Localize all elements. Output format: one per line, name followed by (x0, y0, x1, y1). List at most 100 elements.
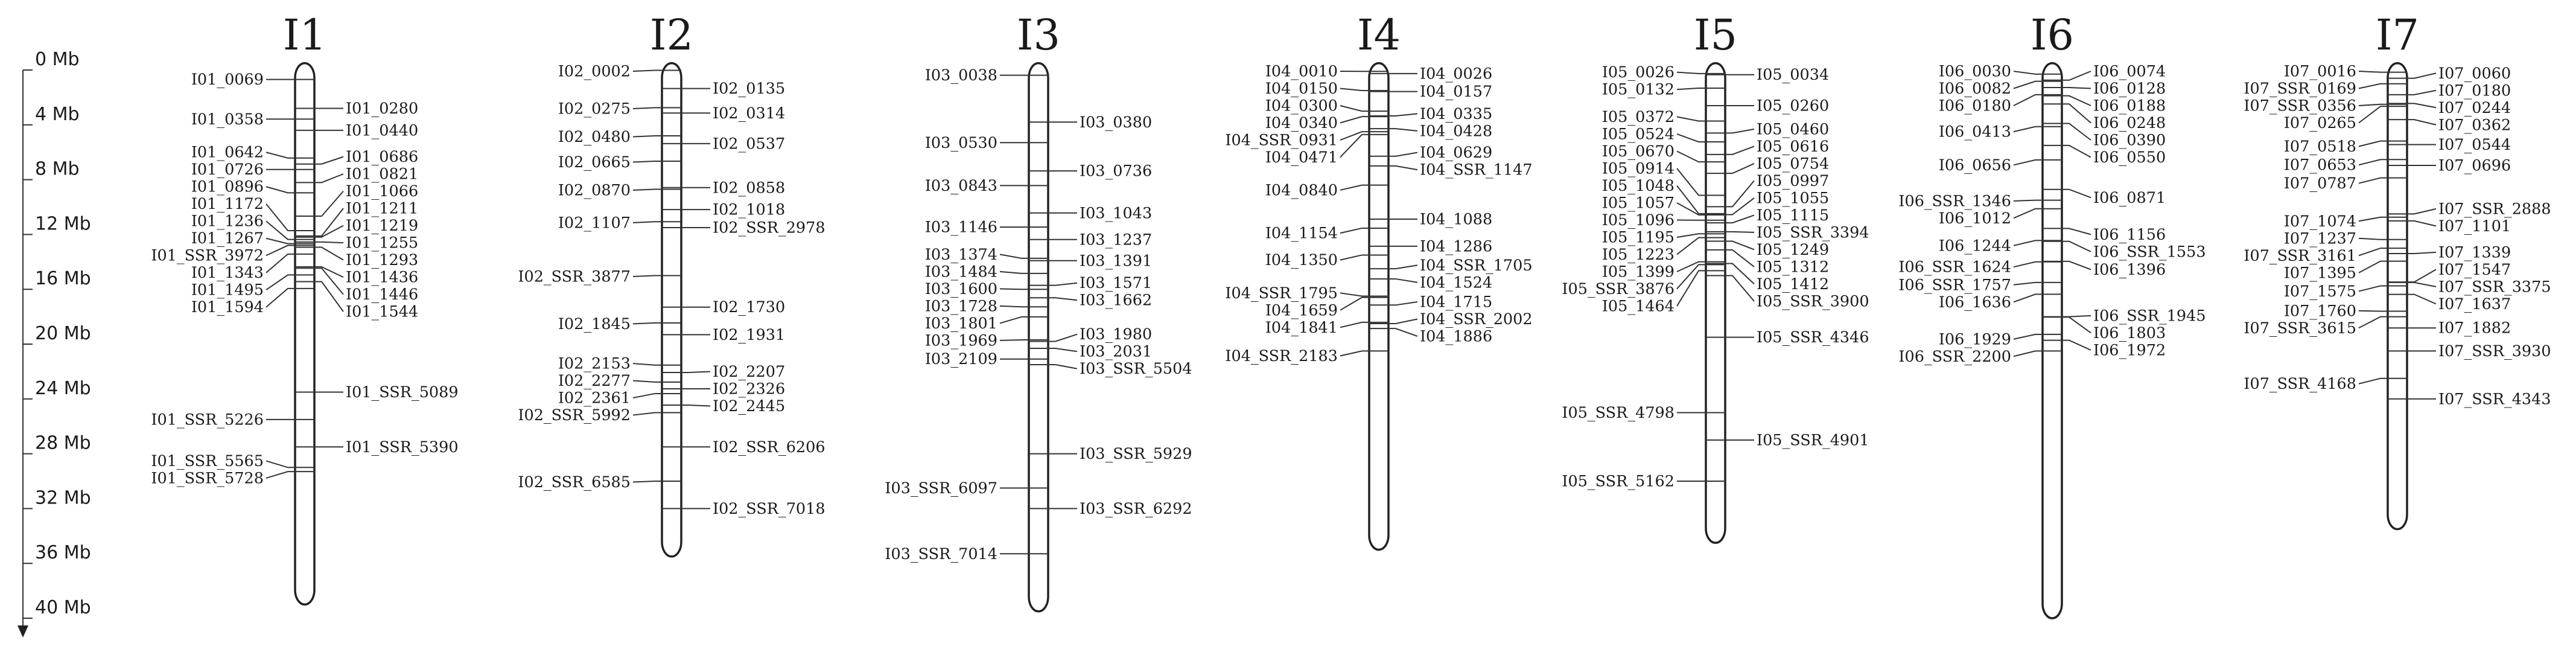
marker-connector (1676, 237, 1706, 255)
marker-label: I02_0002 (558, 63, 631, 81)
marker-connector (2407, 103, 2437, 109)
marker-label: I03_1237 (1080, 231, 1152, 249)
scale-tick-label: 28 Mb (35, 433, 91, 454)
marker-label: I06_1396 (2093, 261, 2166, 279)
marker-label: I06_SSR_1346 (1898, 192, 2011, 210)
marker-connector (2062, 123, 2091, 141)
marker-label: I04_0840 (1265, 181, 1338, 199)
marker-label: I07_SSR_4168 (2244, 375, 2356, 393)
marker-label: I07_0518 (2284, 138, 2356, 156)
marker-label: I02_1107 (558, 214, 631, 232)
marker-connector (1388, 128, 1418, 132)
marker-connector (2062, 103, 2091, 124)
marker-label: I06_0248 (2093, 114, 2166, 132)
marker-connector (1676, 87, 1706, 91)
marker-label: I04_SSR_1795 (1225, 284, 1338, 302)
marker-label: I07_1339 (2438, 243, 2511, 261)
marker-connector (2062, 316, 2091, 334)
chromosome-title: I7 (2376, 10, 2419, 60)
marker-label: I04_0340 (1265, 114, 1338, 132)
marker-label: I06_1156 (2093, 226, 2166, 244)
scale-tick-label: 16 Mb (35, 268, 91, 289)
marker-label: I01_1066 (346, 182, 418, 200)
marker-connector (2062, 228, 2091, 235)
marker-connector (632, 322, 662, 325)
marker-label: I04_0471 (1265, 149, 1338, 167)
marker-connector (1388, 301, 1418, 306)
marker-label: I07_0244 (2438, 99, 2511, 117)
marker-label: I03_SSR_6097 (885, 479, 997, 497)
marker-label: I05_1464 (1602, 297, 1674, 315)
marker-label: I02_SSR_5992 (518, 406, 631, 424)
marker-label: I01_0358 (191, 110, 264, 129)
marker-connector (632, 188, 662, 191)
marker-connector (314, 190, 344, 217)
scale-tick-label: 32 Mb (35, 487, 91, 508)
marker-label: I07_1547 (2438, 261, 2511, 279)
marker-label: I01_0440 (346, 121, 418, 139)
marker-label: I07_1237 (2284, 229, 2356, 248)
scale-tick-label: 8 Mb (35, 159, 80, 180)
marker-connector (266, 287, 295, 308)
marker-label: I06_0180 (1939, 97, 2011, 115)
marker-label: I04_SSR_2183 (1225, 347, 1338, 365)
marker-label: I01_1343 (191, 264, 264, 282)
marker-connector (2407, 72, 2437, 79)
marker-connector (1725, 197, 1755, 216)
marker-connector (1340, 133, 1369, 158)
marker-label: I03_1969 (925, 331, 997, 350)
marker-connector (2062, 339, 2091, 351)
marker-connector (2013, 240, 2043, 246)
marker-connector (1388, 152, 1418, 157)
marker-connector (999, 270, 1029, 274)
marker-label: I01_1594 (191, 298, 264, 316)
marker-connector (2013, 350, 2043, 357)
marker-label: I07_1882 (2438, 319, 2511, 337)
marker-connector (1340, 296, 1369, 311)
marker-label: I06_0413 (1939, 123, 2011, 141)
marker-label: I02_2326 (713, 380, 785, 398)
marker-label: I03_1043 (1080, 204, 1152, 222)
marker-connector (266, 237, 295, 245)
marker-connector (2407, 281, 2437, 287)
marker-connector (266, 186, 295, 194)
marker-label: I04_1088 (1420, 210, 1492, 228)
marker-connector (1388, 165, 1418, 171)
marker-label: I07_SSR_3615 (2244, 319, 2356, 337)
marker-connector (1676, 71, 1706, 74)
marker-connector (314, 267, 344, 295)
marker-connector (632, 380, 662, 383)
marker-label: I03_SSR_7014 (885, 545, 997, 563)
marker-label: I05_1249 (1757, 241, 1829, 259)
marker-label: I07_0016 (2284, 63, 2356, 81)
marker-label: I03_1980 (1080, 325, 1152, 344)
scale-tick-label: 12 Mb (35, 213, 91, 234)
marker-label: I03_1728 (925, 297, 997, 315)
marker-connector (1340, 350, 1369, 357)
marker-connector (1340, 254, 1369, 261)
marker-label: I01_1293 (346, 251, 418, 269)
marker-connector (1676, 270, 1706, 307)
marker-label: I01_0726 (191, 161, 264, 179)
marker-connector (2013, 261, 2043, 268)
marker-connector (266, 460, 295, 468)
marker-connector (2062, 95, 2091, 106)
marker-connector (999, 305, 1029, 308)
marker-label: I05_SSR_4798 (1562, 404, 1674, 422)
marker-connector (266, 203, 295, 232)
marker-label: I04_0428 (1420, 122, 1492, 140)
marker-label: I02_0858 (713, 179, 785, 197)
marker-label: I03_SSR_6292 (1080, 500, 1192, 518)
marker-label: I06_SSR_1553 (2093, 243, 2206, 261)
marker-label: I02_2153 (558, 355, 631, 373)
marker-label: I04_1350 (1265, 251, 1338, 269)
marker-connector (681, 404, 711, 407)
marker-label: I03_1391 (1080, 252, 1152, 270)
marker-label: I06_SSR_1624 (1898, 258, 2011, 277)
marker-connector (1388, 113, 1418, 117)
marker-label: I05_SSR_4901 (1757, 431, 1869, 449)
marker-label: I05_0997 (1757, 172, 1829, 190)
marker-label: I07_0696 (2438, 156, 2511, 174)
chromosome-body (661, 62, 682, 558)
marker-connector (1048, 282, 1078, 286)
